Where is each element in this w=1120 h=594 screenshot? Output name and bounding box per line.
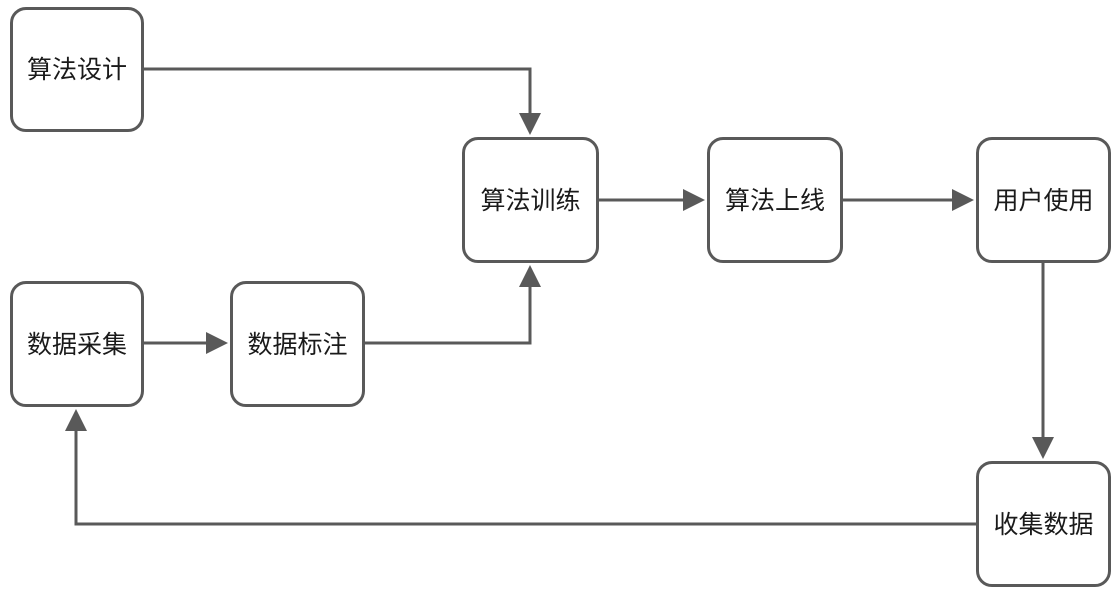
arrowhead-right-use	[952, 189, 974, 211]
node-collect-data: 收集数据	[976, 461, 1111, 587]
node-label: 数据标注	[247, 329, 348, 359]
node-label: 用户使用	[993, 185, 1094, 215]
node-label: 收集数据	[993, 509, 1094, 539]
arrowhead-down-gather	[1032, 437, 1054, 459]
node-algorithm-training: 算法训练	[462, 137, 599, 263]
arrowhead-up-collect	[65, 409, 87, 431]
node-label: 数据采集	[26, 329, 127, 359]
node-label: 算法上线	[724, 185, 825, 215]
arrowhead-down-train-top	[519, 113, 541, 135]
node-label: 算法训练	[480, 185, 581, 215]
node-data-labeling: 数据标注	[230, 281, 365, 407]
node-label: 算法设计	[26, 55, 127, 84]
edge-design-to-train	[144, 67, 532, 115]
node-algorithm-design: 算法设计	[10, 7, 144, 132]
node-data-collection: 数据采集	[10, 281, 144, 407]
edge-gather-to-collect	[74, 429, 976, 526]
arrowhead-right-deploy	[683, 189, 705, 211]
node-user-usage: 用户使用	[976, 137, 1111, 263]
arrowhead-right-label	[206, 332, 228, 354]
arrowhead-up-train-bottom	[519, 265, 541, 287]
edge-label-to-train	[365, 285, 532, 345]
node-algorithm-deployment: 算法上线	[707, 137, 843, 263]
